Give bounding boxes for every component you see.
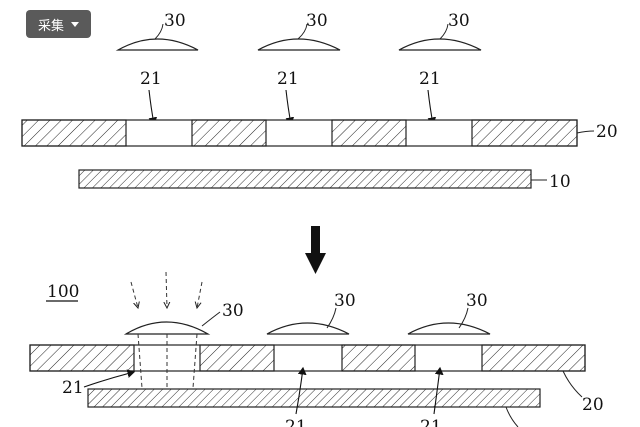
top-opening-label-1: 21 — [140, 69, 162, 89]
bottom-lens-3 — [407, 322, 491, 335]
bottom-lens-label-2: 30 — [334, 291, 356, 311]
bottom-lens-1 — [123, 321, 211, 335]
top-lens-1 — [115, 38, 199, 51]
bottom-figure: 100 30 30 30 21 — [29, 271, 604, 427]
collect-button[interactable]: 采集 — [26, 10, 91, 38]
assembly-label: 100 — [47, 282, 79, 302]
top-opening-label-2: 21 — [277, 69, 299, 89]
bottom-opening-label-left: 21 — [62, 378, 84, 398]
top-opening-label-3: 21 — [419, 69, 441, 89]
bottom-opening-label-2: 21 — [420, 417, 442, 427]
top-lens-2 — [257, 38, 341, 51]
chevron-down-icon — [71, 21, 79, 27]
top-figure: 30 30 30 21 21 21 20 10 — [21, 11, 618, 192]
bottom-lens-2 — [266, 322, 350, 335]
top-substrate-10 — [78, 169, 532, 189]
top-lens-label-2: 30 — [306, 11, 328, 31]
top-substrate-label: 10 — [549, 172, 571, 192]
down-arrow-icon — [305, 226, 326, 274]
bottom-substrate — [87, 388, 541, 408]
top-lens-3 — [398, 38, 482, 51]
bottom-lens-label-1: 30 — [222, 301, 244, 321]
bottom-opening-label-1: 21 — [285, 417, 307, 427]
bottom-layer-20 — [29, 344, 586, 372]
collect-button-label: 采集 — [37, 18, 64, 34]
top-lens-label-1: 30 — [164, 11, 186, 31]
top-lens-label-3: 30 — [448, 11, 470, 31]
top-layer-20 — [21, 119, 578, 147]
bottom-layer-label: 20 — [582, 395, 604, 415]
top-layer-label: 20 — [596, 122, 618, 142]
bottom-lens-label-3: 30 — [466, 291, 488, 311]
